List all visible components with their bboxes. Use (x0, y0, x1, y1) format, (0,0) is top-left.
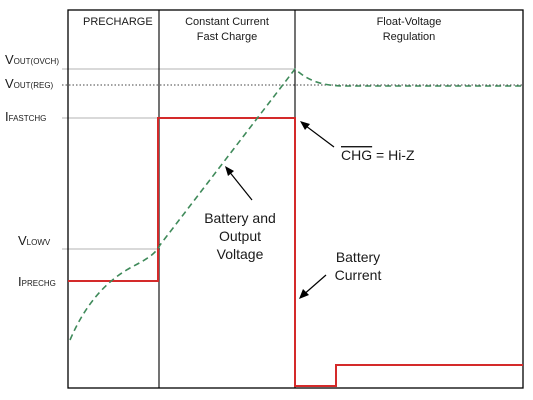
phase-label-cc-line1: Constant Current (185, 16, 269, 28)
chg-annotation: CHG = Hi-Z (341, 147, 415, 163)
phase-label-fv-line2: Regulation (383, 31, 436, 43)
current-annotation-line1: Battery (336, 249, 380, 265)
level-label-iprechg: IPRECHG (18, 274, 56, 289)
level-label-vlowv: VLOWV (18, 233, 51, 248)
current-annotation-line2: Current (335, 267, 382, 283)
phase-label-fv-line1: Float-Voltage (377, 16, 442, 28)
voltage-annotation-line1: Battery and (204, 210, 276, 226)
level-label-vout-ovch: VOUT(OVCH) (5, 52, 59, 67)
chg-arrowhead (300, 121, 310, 130)
phase-label-cc-line2: Fast Charge (197, 31, 258, 43)
voltage-arrowhead (225, 166, 234, 176)
battery-voltage-trace (69, 67, 523, 341)
chg-state: = Hi-Z (372, 147, 415, 163)
battery-current-trace (68, 117, 523, 387)
level-label-ifastchg: IFASTCHG (5, 109, 46, 124)
voltage-annotation-line3: Voltage (217, 246, 264, 262)
voltage-arrow (227, 169, 253, 201)
voltage-annotation-line2: Output (219, 228, 261, 244)
phase-label-precharge: PRECHARGE (83, 16, 153, 28)
current-arrowhead (299, 289, 309, 299)
chg-signal-name: CHG (341, 147, 372, 163)
level-label-vout-reg: VOUT(REG) (5, 76, 54, 91)
